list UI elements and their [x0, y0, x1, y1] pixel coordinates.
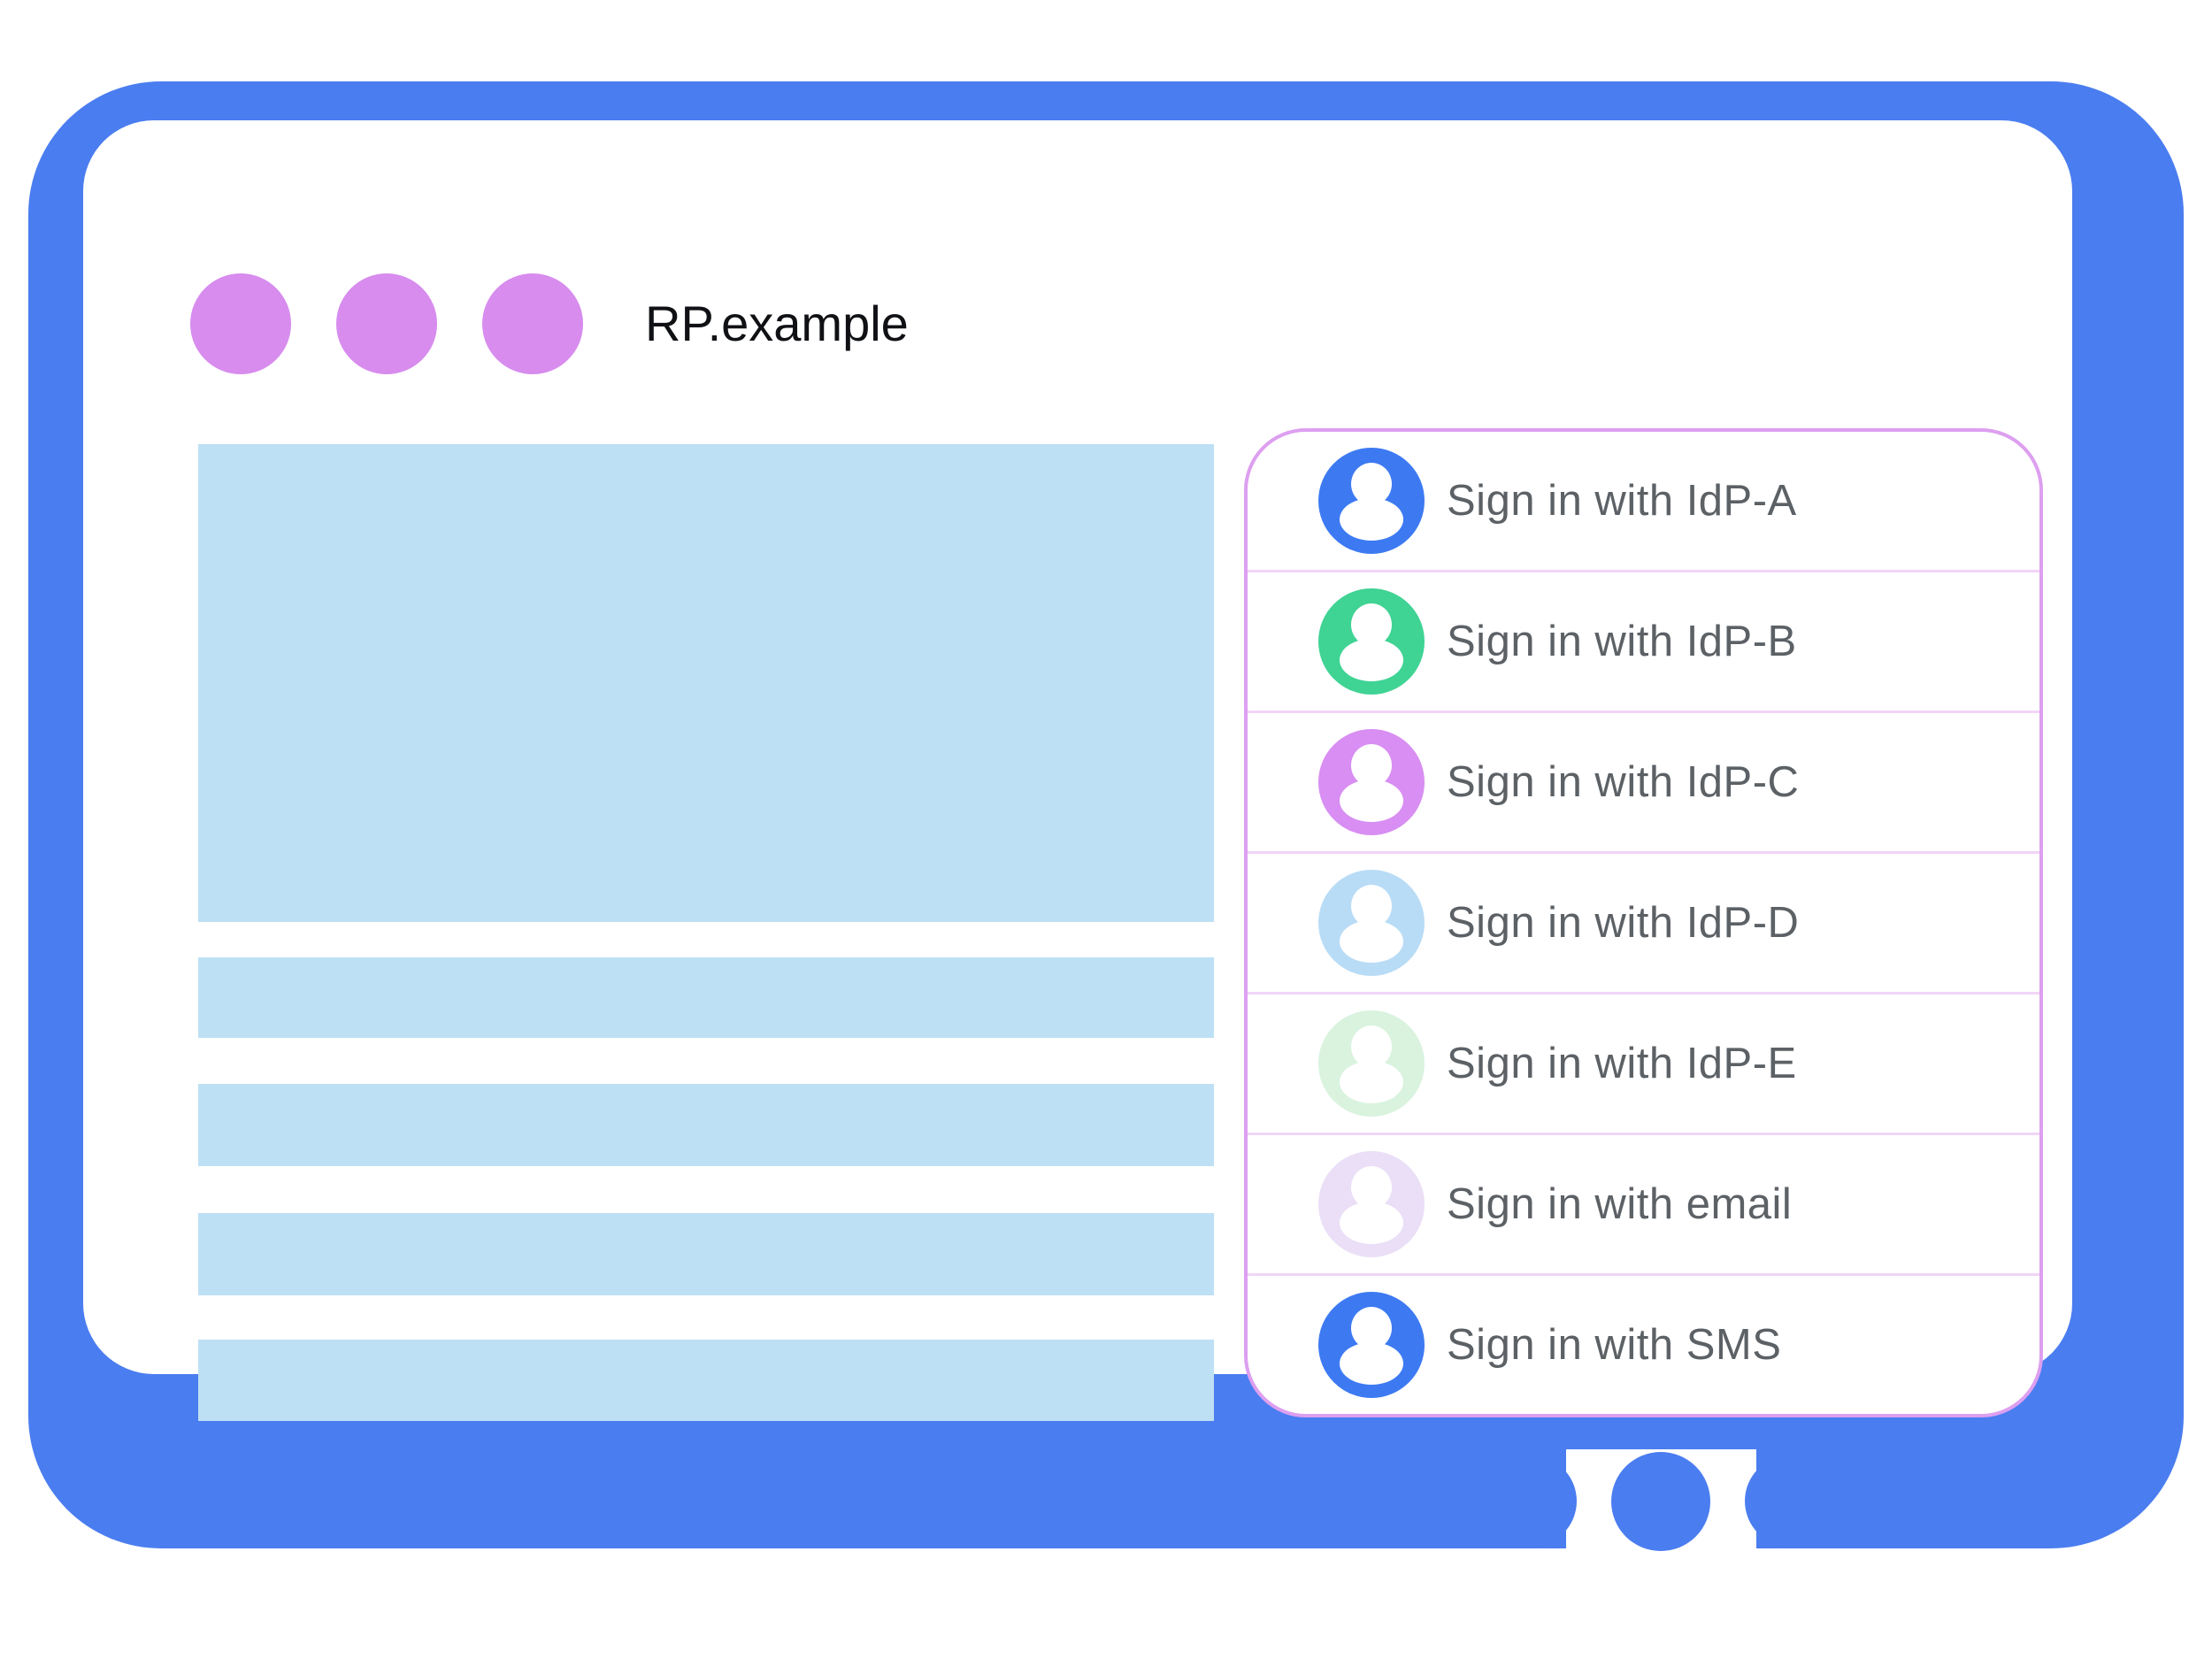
content-placeholder-line-2: [198, 1084, 1214, 1166]
avatar-shoulders: [1340, 498, 1403, 541]
row-divider: [1248, 851, 2039, 854]
signin-option-idp-b[interactable]: Sign in with IdP-B: [1248, 572, 2039, 710]
row-divider: [1248, 1133, 2039, 1135]
window-control-dot[interactable]: [336, 273, 437, 374]
user-avatar-icon: [1318, 729, 1425, 835]
row-divider: [1248, 710, 2039, 713]
content-placeholder-line-3: [198, 1213, 1214, 1295]
signin-option-idp-c[interactable]: Sign in with IdP-C: [1248, 713, 2039, 851]
signin-option-label: Sign in with IdP-D: [1447, 899, 1800, 947]
user-avatar-icon: [1318, 1151, 1425, 1257]
signin-option-label: Sign in with IdP-C: [1447, 758, 1800, 806]
row-divider: [1248, 992, 2039, 995]
signin-option-label: Sign in with email: [1447, 1180, 1793, 1228]
user-avatar-icon: [1318, 870, 1425, 976]
window-control-dot[interactable]: [482, 273, 583, 374]
avatar-shoulders: [1340, 920, 1403, 963]
user-avatar-icon: [1318, 1292, 1425, 1398]
signin-option-idp-d[interactable]: Sign in with IdP-D: [1248, 854, 2039, 992]
bottom-bar-right-cap: [1745, 1455, 1826, 1547]
user-avatar-icon: [1318, 448, 1425, 554]
account-chooser-panel: Sign in with IdP-A Sign in with IdP-B Si…: [1244, 428, 2043, 1417]
signin-option-label: Sign in with IdP-E: [1447, 1040, 1797, 1087]
content-placeholder-line-4: [198, 1340, 1214, 1421]
avatar-shoulders: [1340, 780, 1403, 822]
signin-option-idp-e[interactable]: Sign in with IdP-E: [1248, 995, 2039, 1133]
window-control-dot[interactable]: [190, 273, 291, 374]
signin-option-idp-a[interactable]: Sign in with IdP-A: [1248, 432, 2039, 570]
signin-option-label: Sign in with SMS: [1447, 1321, 1782, 1369]
site-title: RP.example: [645, 296, 909, 351]
bottom-bar-left-cap: [1495, 1455, 1577, 1547]
avatar-shoulders: [1340, 1342, 1403, 1385]
signin-option-label: Sign in with IdP-A: [1447, 477, 1797, 525]
avatar-shoulders: [1340, 1202, 1403, 1244]
row-divider: [1248, 570, 2039, 572]
home-button[interactable]: [1611, 1452, 1710, 1551]
signin-option-sms[interactable]: Sign in with SMS: [1248, 1276, 2039, 1414]
signin-option-email[interactable]: Sign in with email: [1248, 1135, 2039, 1273]
avatar-shoulders: [1340, 1061, 1403, 1103]
content-placeholder-line-1: [198, 957, 1214, 1038]
content-placeholder-hero: [198, 444, 1214, 922]
row-divider: [1248, 1273, 2039, 1276]
user-avatar-icon: [1318, 588, 1425, 695]
avatar-shoulders: [1340, 639, 1403, 681]
signin-option-label: Sign in with IdP-B: [1447, 618, 1797, 665]
user-avatar-icon: [1318, 1010, 1425, 1117]
